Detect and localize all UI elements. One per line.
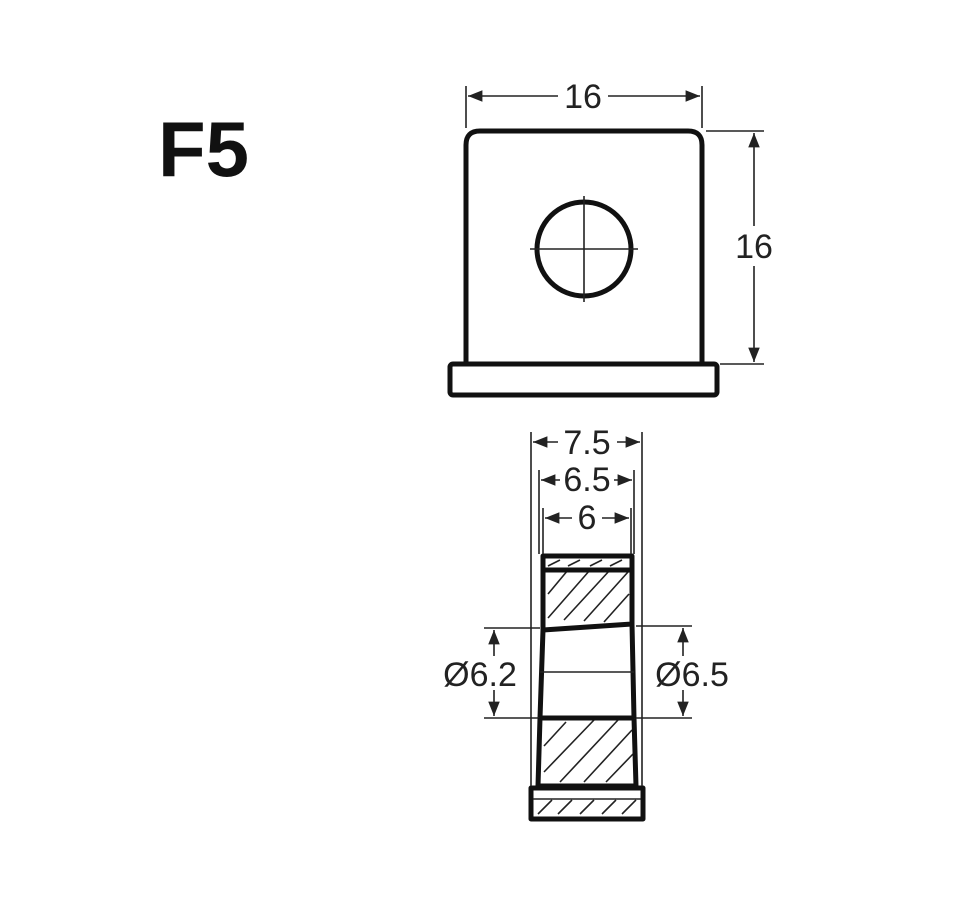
- width-middle-label: 6.5: [563, 461, 610, 499]
- section-flange: [528, 785, 646, 822]
- section-top-cap: [540, 553, 635, 573]
- front-view-body: [463, 128, 705, 364]
- hatch-bottom-block: [543, 719, 634, 783]
- width-inner-label: 6: [578, 499, 597, 537]
- hatch-flange: [537, 799, 637, 815]
- width-outer-label: 7.5: [563, 424, 610, 462]
- section-bore: [537, 623, 637, 719]
- height-label: 16: [735, 228, 773, 266]
- bore-right-label: Ø6.5: [655, 656, 729, 694]
- hatch-top-block: [547, 559, 630, 623]
- part-label: F5: [158, 105, 249, 193]
- section-top-block: [540, 570, 635, 633]
- front-view-flange: [447, 361, 720, 398]
- width-label: 16: [564, 78, 602, 116]
- section-hatching: [537, 559, 637, 815]
- bore-left-label: Ø6.2: [443, 656, 517, 694]
- front-view: 16 16: [447, 78, 773, 398]
- section-view: 7.5 6.5 6 Ø6.2 Ø6.5: [443, 424, 729, 822]
